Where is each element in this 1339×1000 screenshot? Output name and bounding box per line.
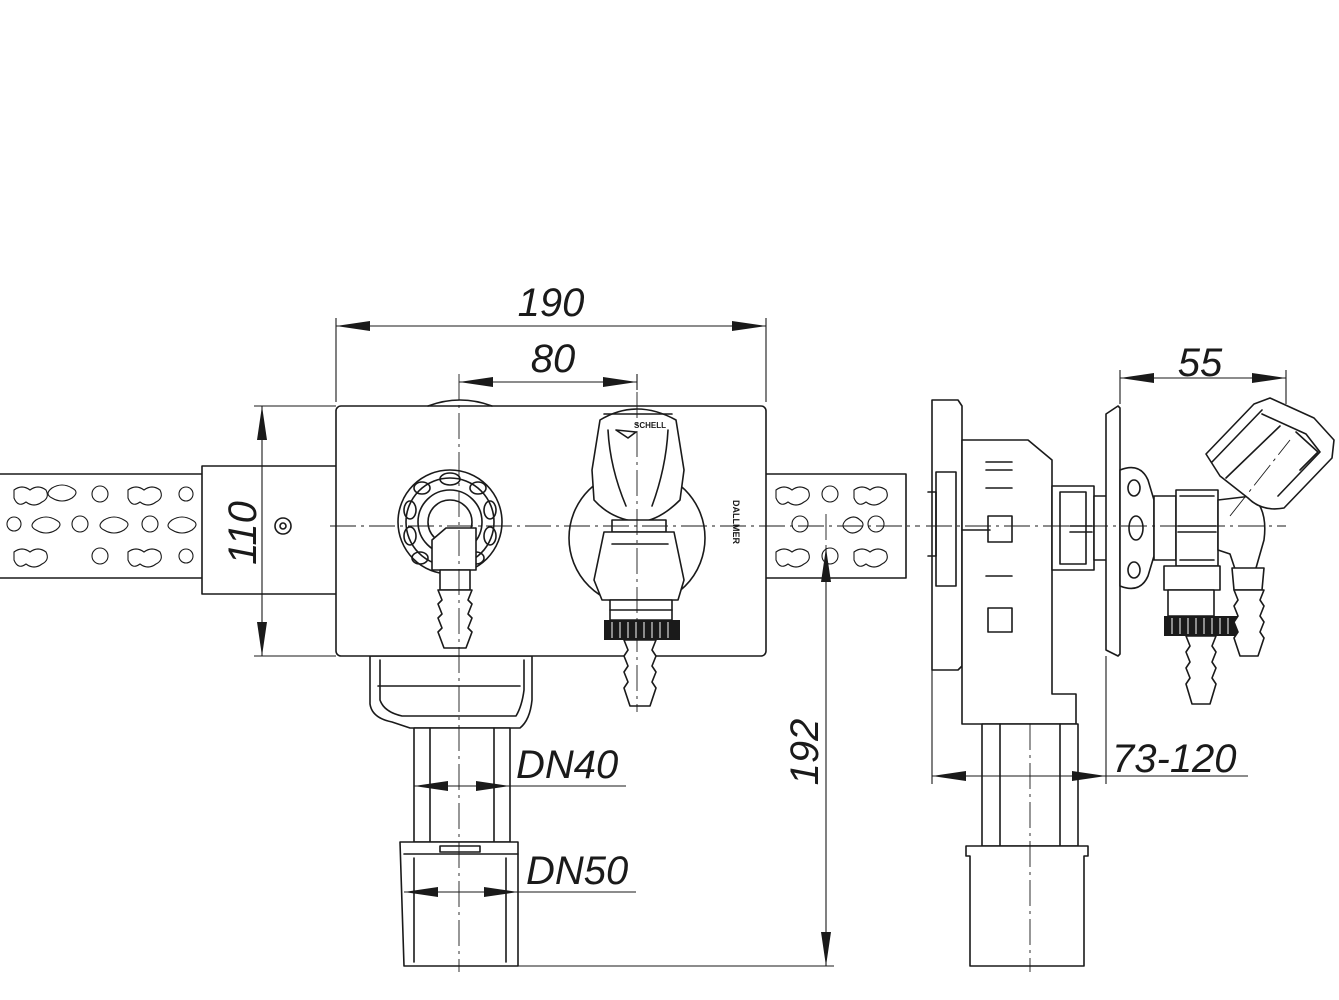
dim-height: 110 bbox=[221, 501, 265, 565]
pipe-dn40 bbox=[413, 727, 511, 843]
wall-bracket bbox=[201, 465, 353, 595]
plate-brand-label: DALLMER bbox=[731, 500, 741, 544]
dim-drop: 192 bbox=[783, 719, 827, 786]
tap-nut bbox=[604, 620, 680, 640]
screw-hole bbox=[274, 517, 292, 535]
pipe-dn40-label: DN40 bbox=[516, 743, 618, 787]
tap-hose-nozzle bbox=[623, 639, 657, 707]
dim-adjust-range: 73-120 bbox=[1112, 737, 1237, 781]
dimensions: 190 80 110 192 DN40 DN50 55 73-120 bbox=[221, 281, 1287, 967]
plate-top-cap bbox=[427, 399, 493, 407]
front-view: SCHELL DALLMER bbox=[0, 374, 920, 972]
siphon-housing bbox=[961, 439, 1077, 725]
dim-spacing: 80 bbox=[531, 337, 576, 381]
drain-connection bbox=[397, 469, 503, 649]
valve-brand-label: SCHELL bbox=[634, 421, 666, 430]
dim-width-total: 190 bbox=[518, 281, 585, 325]
side-view bbox=[926, 397, 1335, 972]
side-pipe-dn50 bbox=[965, 845, 1089, 967]
side-tap-handle bbox=[1205, 397, 1335, 510]
siphon-body bbox=[369, 655, 533, 967]
pipe-dn50-label: DN50 bbox=[526, 849, 628, 893]
dim-depth: 55 bbox=[1178, 341, 1223, 385]
cover-plate bbox=[335, 405, 767, 657]
side-cover-plate bbox=[1105, 405, 1121, 657]
mounting-rail-left bbox=[0, 473, 203, 579]
